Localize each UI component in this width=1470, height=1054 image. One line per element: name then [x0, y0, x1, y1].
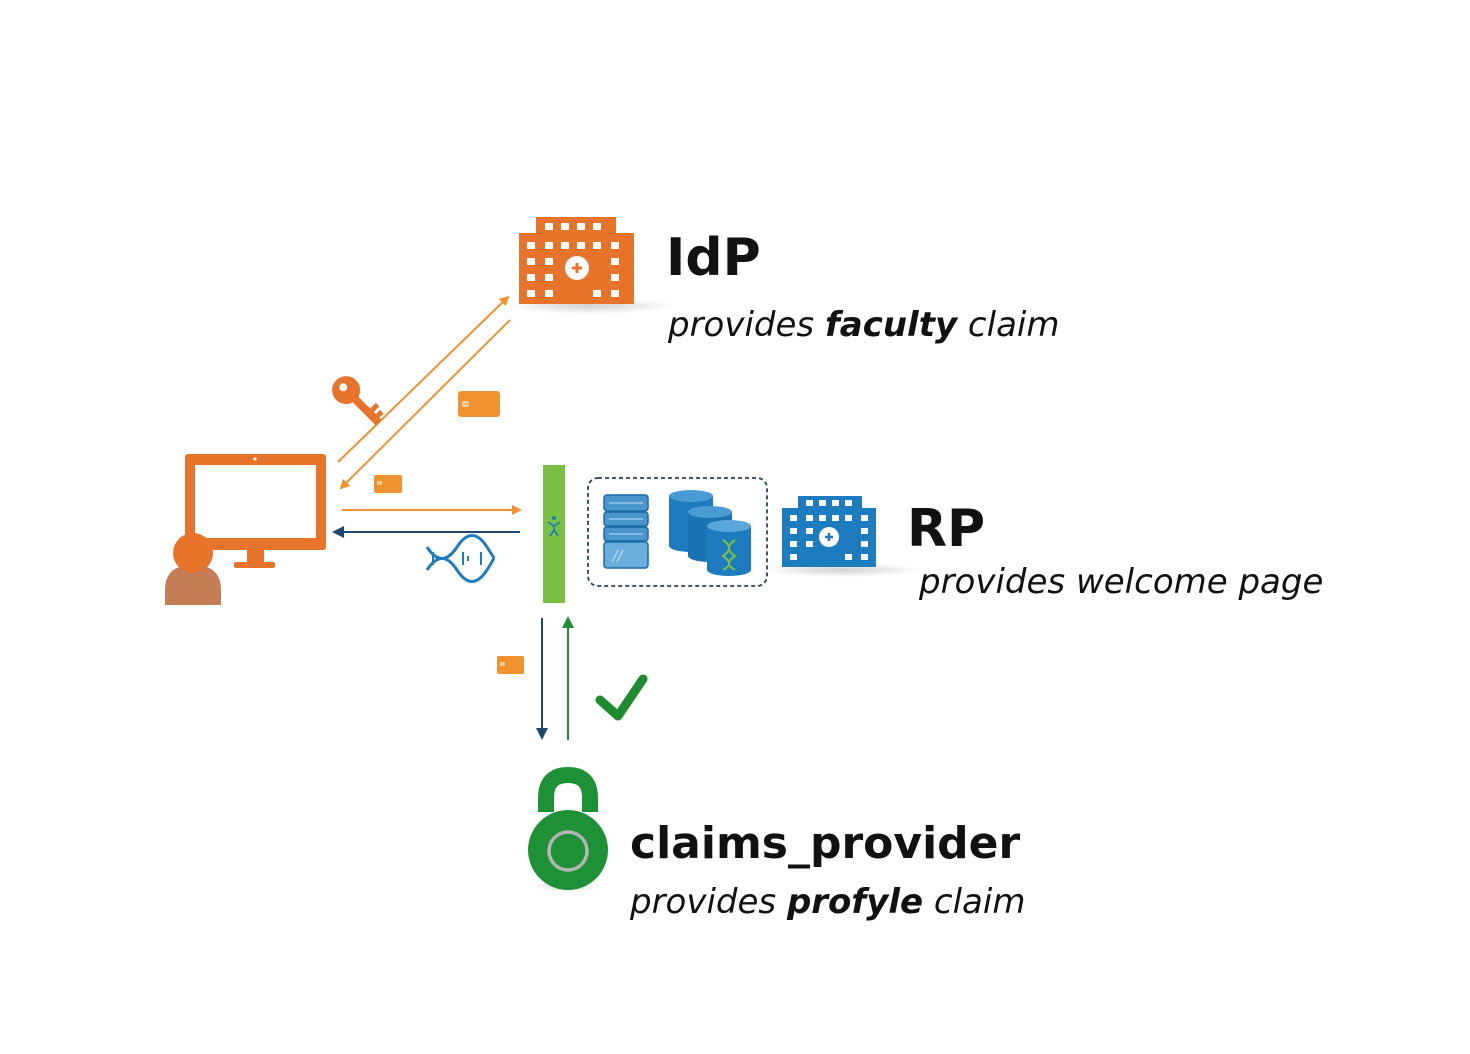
gateway-bar-icon [543, 465, 565, 603]
claims-provider-description: provides profyle claim [630, 882, 1025, 922]
server-stack-icon [603, 494, 649, 569]
credential-card-icon [374, 475, 402, 493]
claims-provider-description-prefix: provides [630, 882, 787, 922]
arrow-from-idp [339, 319, 511, 490]
claims-provider-title: claims_provider [630, 818, 1021, 869]
user-icon [165, 533, 221, 605]
credential-card-icon [458, 391, 500, 417]
rp-title: RP [907, 499, 986, 559]
key-icon [332, 376, 384, 426]
rp-resources-box [587, 477, 768, 587]
database-cluster-icon [669, 490, 751, 576]
idp-description-prefix: provides [668, 305, 825, 345]
rp-description: provides welcome page [919, 562, 1324, 602]
idp-client-arrows [337, 295, 511, 490]
idp-title: IdP [666, 228, 761, 288]
claims-provider-description-suffix: claim [923, 882, 1026, 922]
claims-provider-description-claim: profyle [786, 882, 924, 922]
idp-hospital-building-icon [505, 217, 675, 314]
computer-monitor-icon [185, 454, 326, 568]
idp-description-suffix: claim [957, 305, 1060, 345]
idp-description: provides faculty claim [668, 305, 1059, 345]
arrow-to-idp [337, 295, 510, 463]
dna-icon [425, 534, 496, 583]
idp-description-claim: faculty [824, 305, 958, 345]
rp-hospital-building-icon [762, 496, 922, 577]
padlock-icon [528, 766, 608, 892]
credential-card-icon [497, 656, 524, 674]
checkmark-icon [595, 674, 648, 721]
